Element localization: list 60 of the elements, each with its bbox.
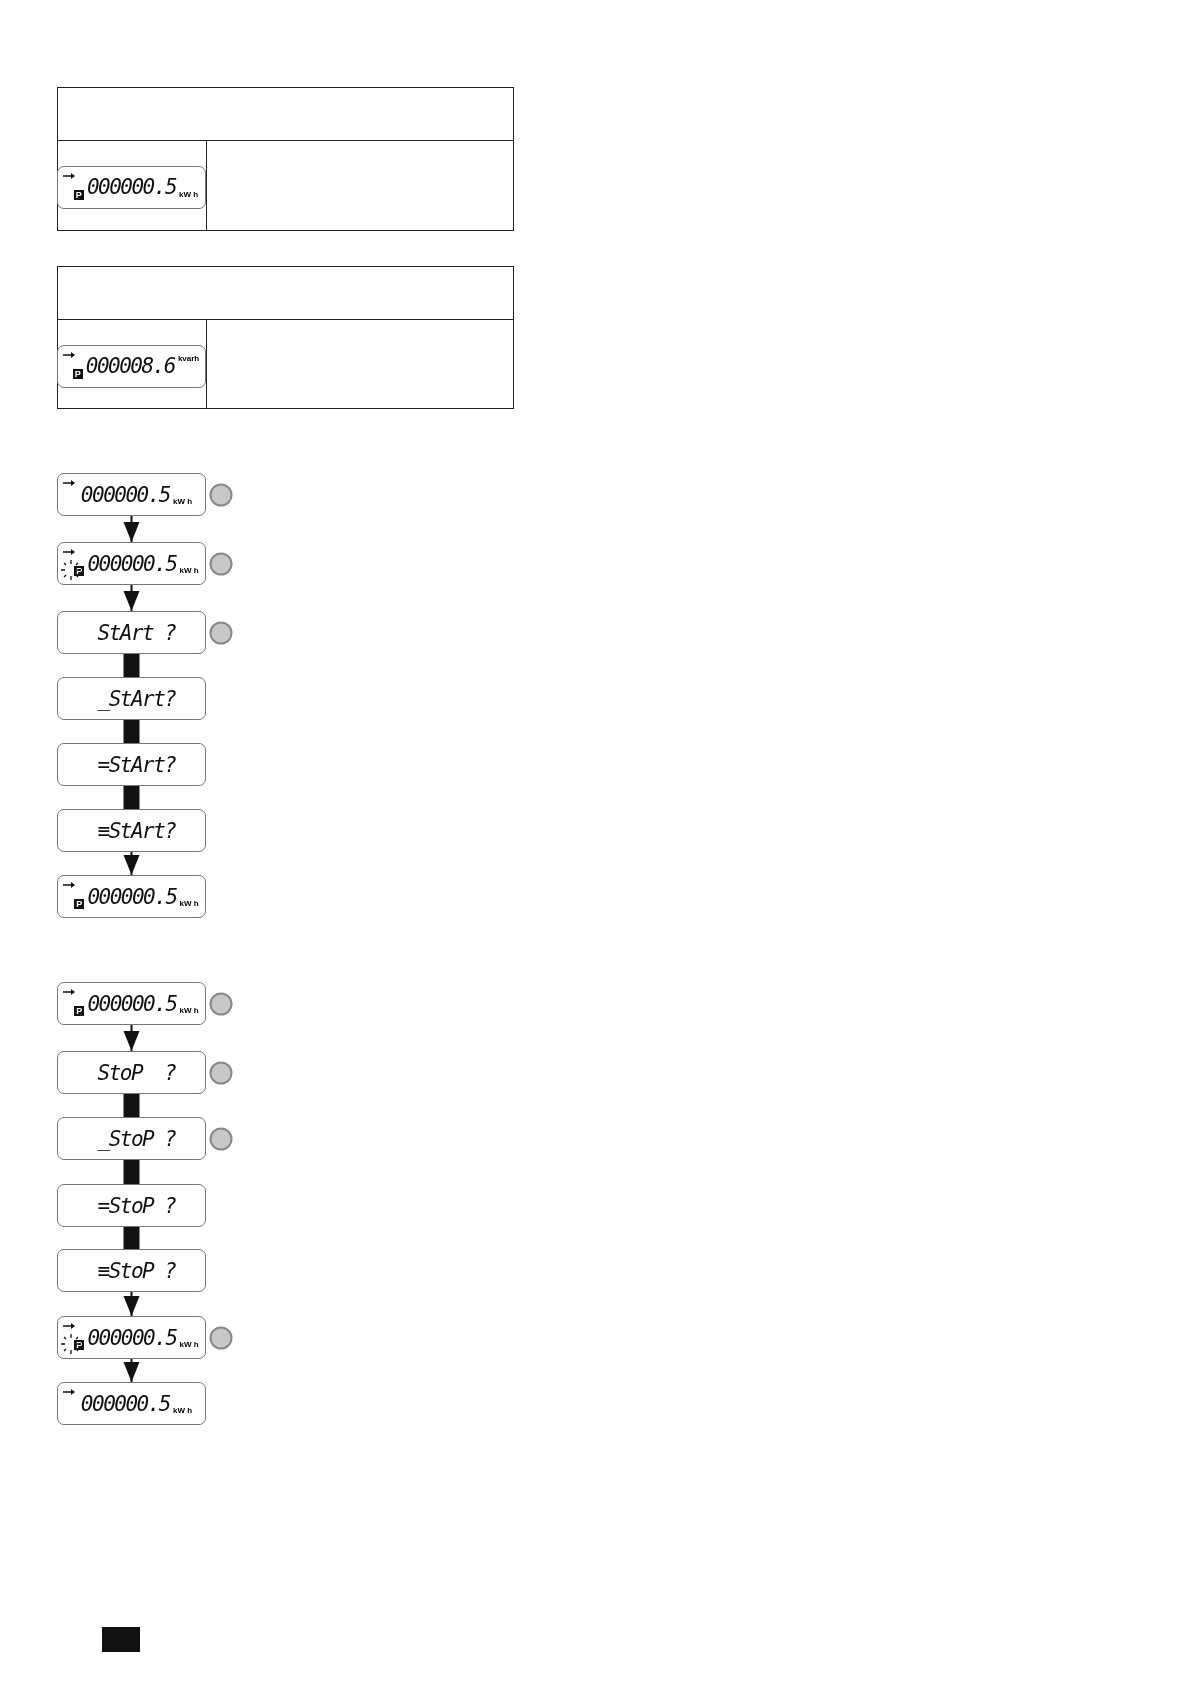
display-reading: 000000.5 xyxy=(86,175,177,199)
connector-bar xyxy=(123,720,140,743)
lcd-display xyxy=(57,677,206,720)
connector-bar xyxy=(123,786,140,809)
lcd-display xyxy=(57,809,206,852)
table-frame xyxy=(57,87,514,231)
arrow xyxy=(123,515,140,543)
lcd-display xyxy=(57,542,206,585)
unit-label: kW h xyxy=(179,189,199,199)
display-reading: _StArt? xyxy=(97,686,176,711)
arrow xyxy=(123,1291,140,1317)
display-reading: StoP ? xyxy=(97,1060,176,1085)
indicator-badge: P xyxy=(72,368,83,379)
display-reading: 000000.5 xyxy=(80,1391,170,1416)
display-reading: ≡StoP ? xyxy=(97,1258,176,1283)
lcd-display xyxy=(57,1184,206,1227)
unit-label: kW h xyxy=(179,1340,199,1349)
display-reading: 000000.5 xyxy=(87,884,177,909)
arrow xyxy=(123,584,140,612)
lcd-display xyxy=(57,1382,206,1425)
lcd-display xyxy=(57,1249,206,1292)
unit-label: kW h xyxy=(179,1006,199,1015)
lcd-display xyxy=(57,473,206,516)
indicator-badge: P xyxy=(73,189,84,200)
lcd-display xyxy=(57,1316,206,1359)
display-reading: 000000.5 xyxy=(87,551,177,576)
display-reading: _StoP ? xyxy=(97,1126,176,1151)
display-reading: StArt ? xyxy=(97,620,176,645)
connector-bar xyxy=(123,1227,140,1249)
lcd-display xyxy=(57,1117,206,1160)
unit-label: kW h xyxy=(173,1406,193,1415)
unit-label: kW h xyxy=(179,566,199,575)
unit-label: kvarh xyxy=(177,353,200,363)
arrow xyxy=(123,1024,140,1052)
arrow xyxy=(123,1358,140,1383)
lcd-display xyxy=(56,165,206,209)
display-reading: 000000.5 xyxy=(87,991,177,1016)
display-reading: 000000.5 xyxy=(87,1325,177,1350)
indicator-badge: P xyxy=(74,1006,85,1016)
arrow xyxy=(123,851,140,876)
display-reading: ≡StArt? xyxy=(97,818,176,843)
display-reading: 000008.6 xyxy=(85,354,175,378)
display-reading: =StoP ? xyxy=(97,1193,176,1218)
table-frame xyxy=(57,266,514,409)
indicator-badge: P xyxy=(74,899,85,909)
lcd-display xyxy=(57,982,206,1025)
display-reading: =StArt? xyxy=(97,752,176,777)
lcd-display xyxy=(57,875,206,918)
lcd-display xyxy=(57,743,206,786)
indicator-badge: P xyxy=(74,1340,85,1350)
connector-bar xyxy=(123,1160,140,1184)
display-reading: 000000.5 xyxy=(80,482,170,507)
connector-bar xyxy=(123,654,140,677)
unit-label: kW h xyxy=(179,899,199,908)
indicator-badge: P xyxy=(74,566,85,576)
unit-label: kW h xyxy=(173,497,193,506)
lcd-display xyxy=(56,344,206,388)
lcd-display xyxy=(57,611,206,654)
lcd-display xyxy=(57,1051,206,1094)
connector-bar xyxy=(123,1094,140,1117)
